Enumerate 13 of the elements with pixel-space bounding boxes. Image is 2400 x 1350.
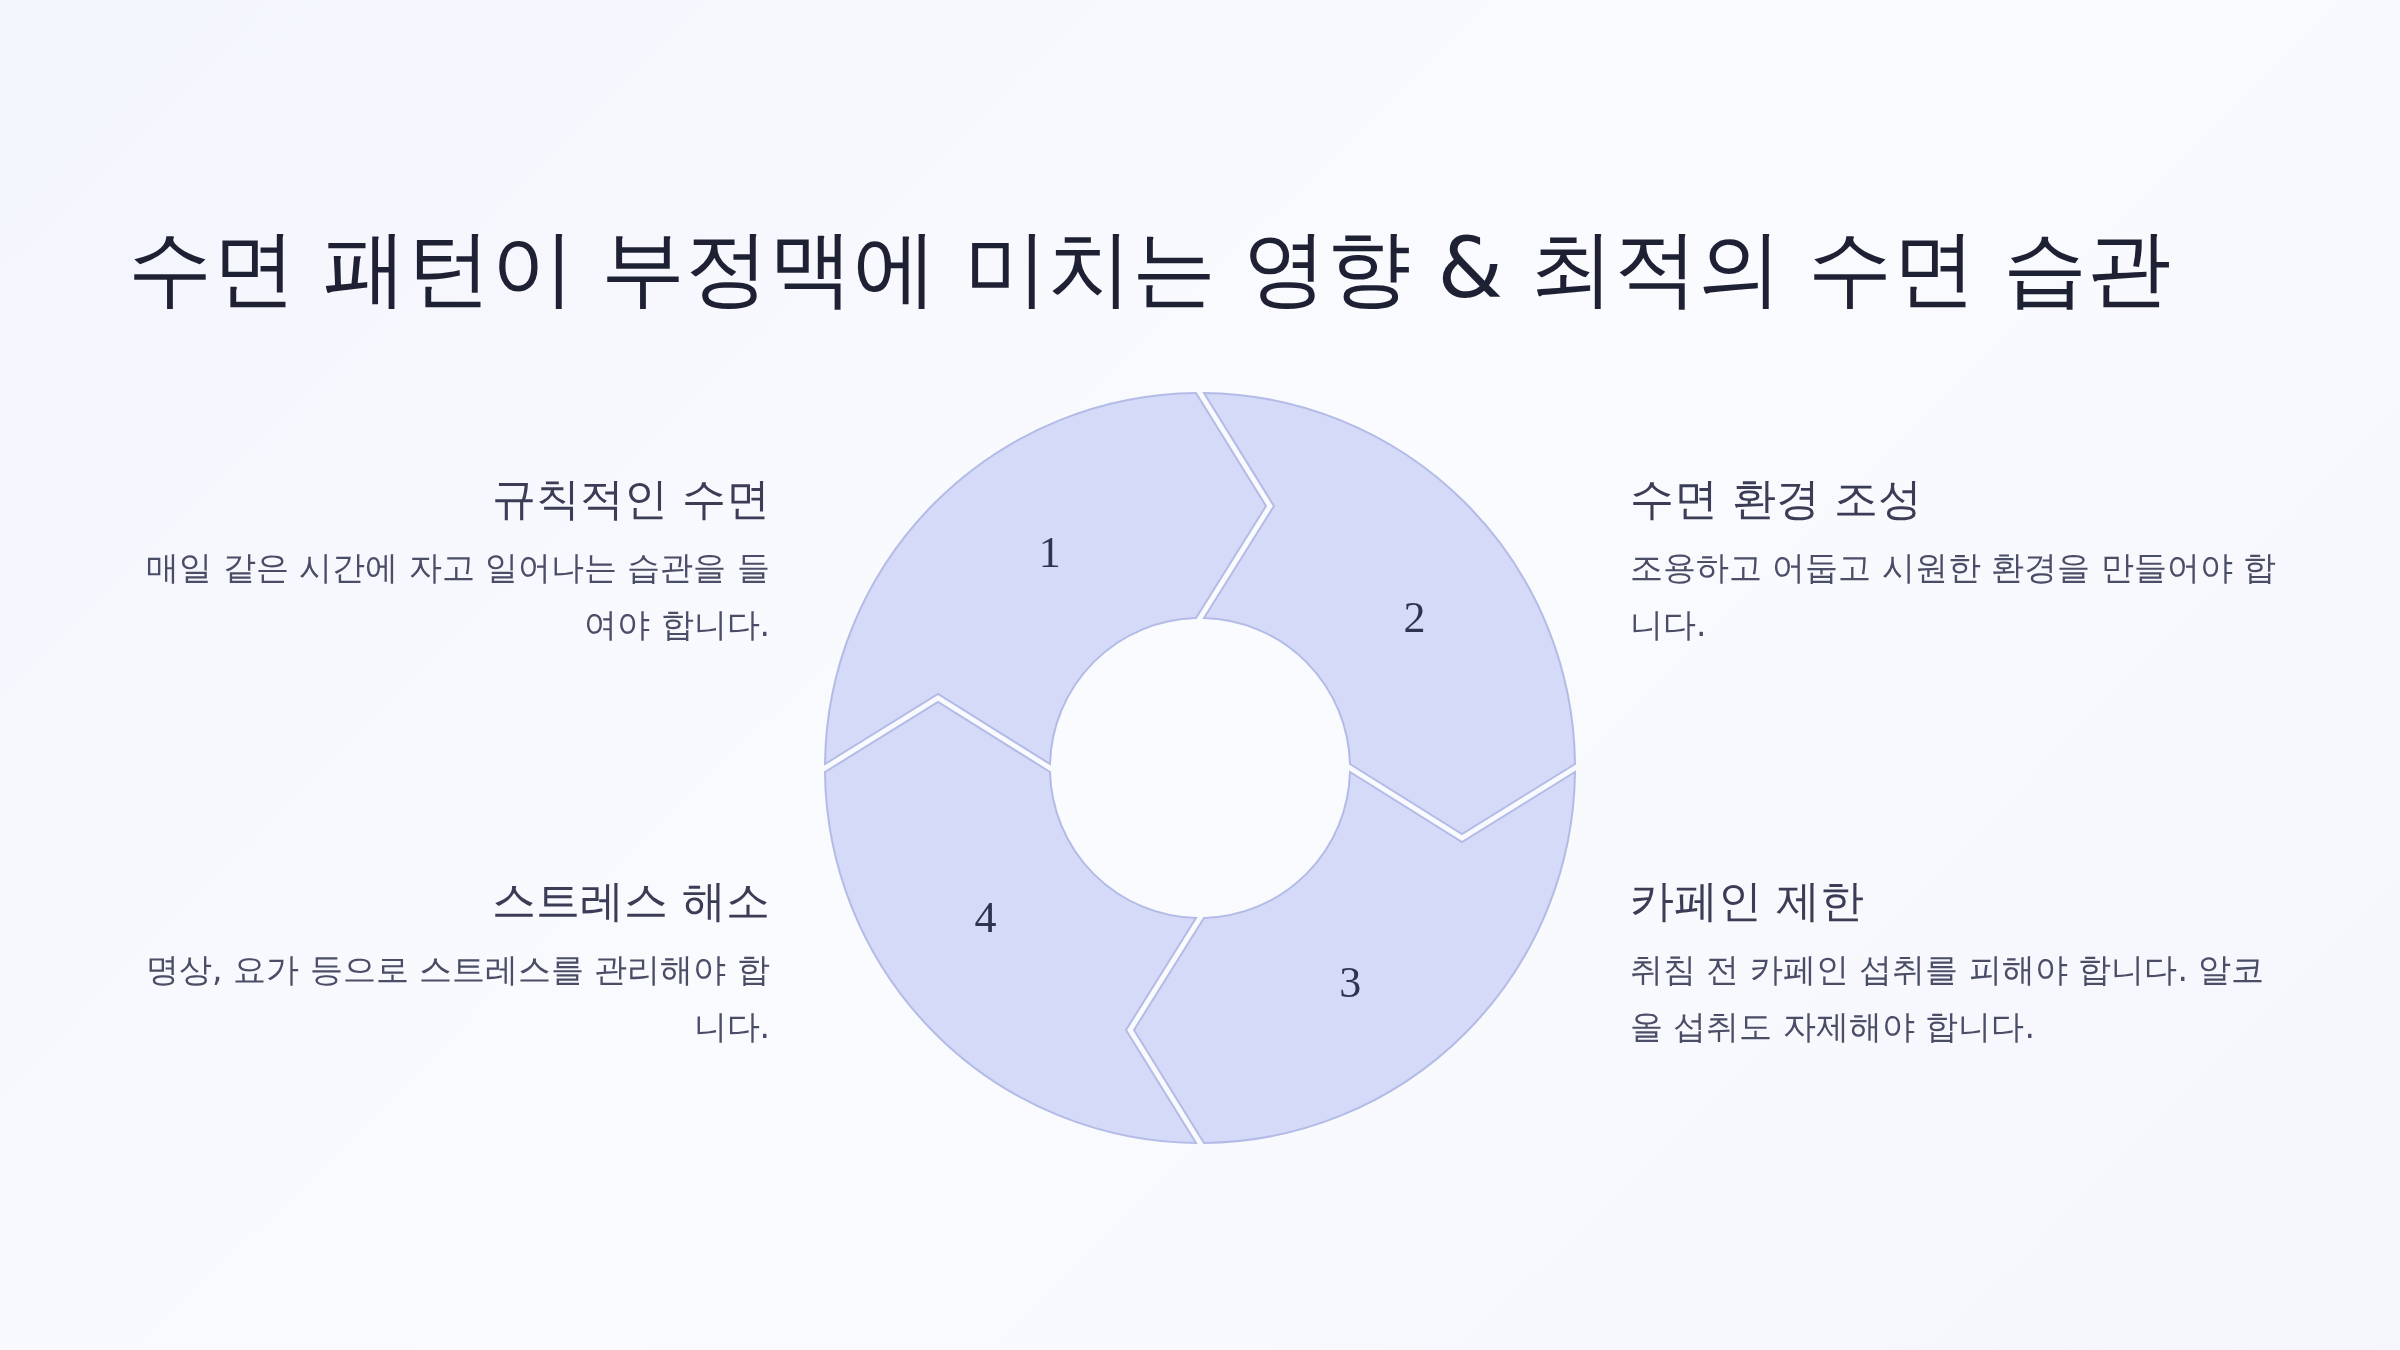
title: 수면 패턴이 부정맥에 미치는 영향 & 최적의 수면 습관	[128, 218, 2172, 319]
step-number: 2	[1403, 595, 1426, 640]
step-number: 4	[974, 896, 997, 941]
step-heading: 카페인 제한	[1630, 874, 1865, 928]
step-heading: 규칙적인 수면	[491, 472, 770, 526]
step-number: 3	[1339, 960, 1362, 1005]
step-heading: 수면 환경 조성	[1630, 472, 1923, 526]
step-description: 조용하고 어둡고 시원한 환경을 만들어야 합니다.	[1630, 547, 2278, 646]
step-description: 매일 같은 시간에 자고 일어나는 습관을 들여야 합니다.	[145, 547, 770, 646]
step-description: 명상, 요가 등으로 스트레스를 관리해야 합니다.	[145, 949, 770, 1048]
step-heading: 스트레스 해소	[491, 874, 770, 928]
step-description: 취침 전 카페인 섭취를 피해야 합니다. 알코올 섭취도 자제해야 합니다.	[1630, 949, 2266, 1048]
step-number: 1	[1038, 531, 1061, 576]
